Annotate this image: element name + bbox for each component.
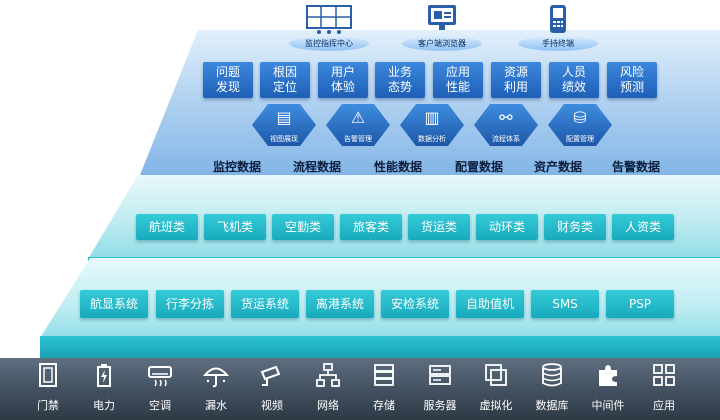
category-card: 财务类 [544, 214, 606, 240]
infra-label: 视频 [261, 399, 283, 412]
infra-label: 存储 [373, 399, 395, 412]
category-card: 旅客类 [340, 214, 402, 240]
view-display-icon: ▤ [276, 108, 292, 127]
capability-card: 业务 态势 [375, 62, 425, 98]
module-label: 数据分析 [418, 135, 446, 143]
capability-label: 应用 性能 [445, 65, 470, 94]
module-label: 告警管理 [344, 135, 372, 143]
infra-item: 存储 [356, 362, 412, 413]
capability-label: 业务 态势 [387, 65, 412, 94]
infra-label: 虚拟化 [479, 399, 513, 412]
alert-management-icon: ⚠ [350, 108, 366, 127]
network-topology-icon [316, 363, 340, 387]
infrastructure-layer [0, 358, 720, 420]
infra-item: 视频 [244, 362, 300, 413]
config-management-icon: ⛁ [573, 108, 587, 127]
infra-label: 服务器 [423, 399, 457, 412]
infra-label: 数据库 [535, 399, 569, 412]
systems-layer-front [40, 336, 720, 360]
infra-label: 网络 [317, 399, 339, 412]
data-source-label: 告警数据 [612, 160, 661, 174]
data-analysis-icon: ▥ [424, 108, 440, 127]
category-card: 航班类 [136, 214, 198, 240]
category-card: 货运类 [408, 214, 470, 240]
category-card: 飞机类 [204, 214, 266, 240]
capability-label: 风险 预测 [619, 65, 644, 94]
capability-card: 应用 性能 [433, 62, 483, 98]
battery-power-icon [97, 364, 111, 387]
capability-label: 问题 发现 [215, 65, 240, 94]
database-icon [542, 363, 562, 387]
air-conditioner-icon [148, 366, 172, 387]
top-app-label-monitoring: 监控指挥中心 [289, 36, 369, 51]
data-source-label: 性能数据 [374, 160, 423, 174]
infra-item: 门禁 [20, 362, 76, 413]
capability-label: 人员 绩效 [561, 65, 586, 94]
infra-item: 空调 [132, 362, 188, 413]
category-card: 空勤类 [272, 214, 334, 240]
video-camera-icon [260, 365, 281, 386]
capability-card: 根因 定位 [260, 62, 310, 98]
capability-card: 资源 利用 [491, 62, 541, 98]
category-card: 动环类 [476, 214, 538, 240]
application-grid-icon [653, 364, 675, 386]
system-card: 航显系统 [80, 290, 148, 318]
capability-label: 根因 定位 [272, 65, 297, 94]
infra-label: 电力 [93, 399, 115, 412]
process-system-icon: ⚯ [499, 108, 513, 127]
infra-label: 空调 [149, 399, 171, 412]
system-card: 安检系统 [381, 290, 449, 318]
system-card: 行李分拣 [156, 290, 224, 318]
capability-card: 人员 绩效 [549, 62, 599, 98]
capability-card: 问题 发现 [203, 62, 253, 98]
infra-label: 漏水 [205, 399, 227, 412]
infra-label: 应用 [653, 399, 675, 412]
monitoring-screen-icon [306, 5, 352, 34]
category-card: 人资类 [612, 214, 674, 240]
data-source-label: 资产数据 [534, 160, 583, 174]
data-source-label: 监控数据 [213, 160, 262, 174]
system-card: 自助值机 [456, 290, 524, 318]
module-hexagon [548, 104, 612, 146]
module-label: 视图展现 [270, 135, 298, 143]
infra-item: 数据库 [524, 362, 580, 413]
infra-item: 中间件 [580, 362, 636, 413]
capability-card: 用户 体验 [318, 62, 368, 98]
infra-item: 电力 [76, 362, 132, 413]
system-card: SMS [531, 290, 599, 318]
infra-label: 中间件 [591, 399, 625, 412]
top-app-label-handheld: 手持终端 [518, 36, 598, 51]
server-icon [429, 365, 451, 385]
middleware-puzzle-icon [599, 365, 617, 386]
infra-item: 应用 [636, 362, 692, 413]
door-access-icon [39, 363, 57, 387]
data-source-label: 配置数据 [455, 160, 504, 174]
data-source-label: 流程数据 [293, 160, 342, 174]
infra-item: 网络 [300, 362, 356, 413]
infra-item: 服务器 [412, 362, 468, 413]
system-card: 货运系统 [231, 290, 299, 318]
capability-label: 资源 利用 [503, 65, 528, 94]
virtualization-icon [485, 364, 507, 386]
module-label: 配置管理 [566, 135, 594, 143]
infra-item: 漏水 [188, 362, 244, 413]
capability-label: 用户 体验 [330, 65, 355, 94]
handheld-terminal-icon [550, 5, 566, 33]
infra-label: 门禁 [37, 399, 59, 412]
water-leak-umbrella-icon [203, 367, 229, 388]
top-app-label-browser: 客户端浏览器 [402, 36, 482, 51]
module-label: 流程体系 [492, 135, 520, 143]
infra-item: 虚拟化 [468, 362, 524, 413]
browser-monitor-icon [428, 5, 456, 30]
capability-card: 风险 预测 [607, 62, 657, 98]
system-card: PSP [606, 290, 674, 318]
system-card: 离港系统 [306, 290, 374, 318]
storage-icon [374, 364, 394, 386]
